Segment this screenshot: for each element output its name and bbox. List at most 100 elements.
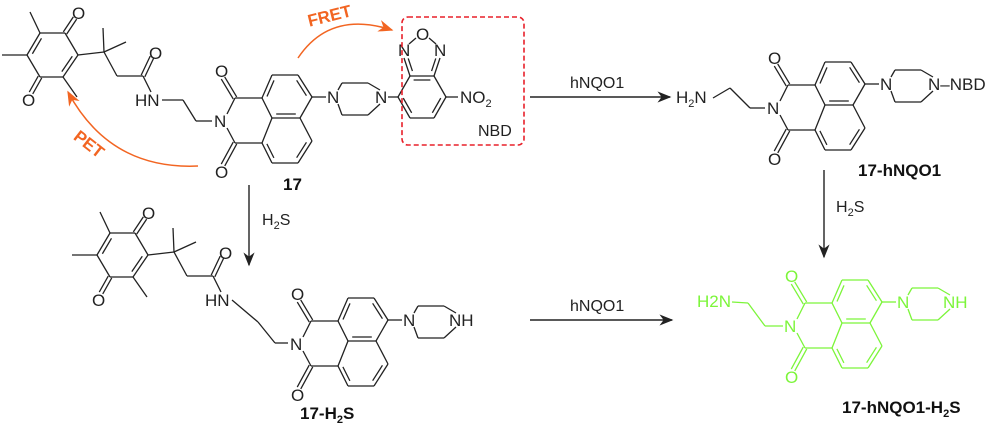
- bond: [890, 90, 896, 103]
- bond: [132, 254, 149, 278]
- bond: [937, 287, 951, 296]
- bond: [102, 277, 113, 295]
- bond: [182, 99, 197, 122]
- bond: [26, 32, 41, 56]
- oxadiazole-nitrogen: N: [398, 41, 410, 60]
- bond: [337, 365, 349, 387]
- bond: [907, 287, 913, 296]
- oxygen-atom: O: [291, 386, 304, 405]
- oxadiazole-oxygen: O: [416, 25, 429, 44]
- bond: [794, 348, 808, 372]
- bond: [433, 75, 447, 98]
- piperazine-nitrogen: N: [327, 88, 339, 107]
- bond: [773, 128, 787, 152]
- bond: [26, 54, 41, 78]
- bond: [367, 82, 381, 91]
- bond: [413, 326, 419, 339]
- bond: [790, 346, 804, 370]
- bond: [920, 90, 934, 103]
- reagent-h2s-left: H2S: [262, 212, 290, 232]
- bond: [747, 302, 766, 327]
- oxygen-atom: O: [768, 49, 781, 68]
- bond: [297, 140, 313, 164]
- bond: [337, 320, 349, 342]
- compound-label-17-hnqo1: 17-hNQO1: [858, 161, 941, 180]
- bond: [302, 320, 312, 338]
- bond: [337, 103, 343, 116]
- compound-label-17-h2s: 17-H2S: [300, 404, 354, 426]
- compound-label-17: 17: [283, 175, 302, 194]
- bond: [297, 74, 313, 98]
- bond: [375, 340, 389, 365]
- bond: [814, 129, 826, 151]
- amide-nh: HN: [205, 291, 230, 310]
- bond: [831, 322, 843, 349]
- bond: [142, 75, 152, 93]
- bond: [920, 69, 934, 78]
- nitro-group: NO2: [460, 88, 492, 110]
- bond: [831, 302, 843, 324]
- oxygen-atom: O: [72, 4, 85, 23]
- bond: [337, 340, 349, 367]
- piperazine-nh: NH: [449, 311, 474, 330]
- bond: [773, 65, 787, 87]
- bond: [731, 301, 749, 304]
- bond: [433, 96, 447, 119]
- bond: [402, 97, 413, 114]
- bond: [62, 16, 74, 33]
- bond: [819, 130, 828, 146]
- bond: [836, 348, 845, 364]
- bond: [796, 302, 806, 320]
- oxygen-atom: O: [785, 267, 798, 286]
- imide-nitrogen: N: [767, 99, 779, 118]
- imide-nitrogen: N: [290, 335, 302, 354]
- oxygen-atom: O: [768, 150, 781, 169]
- nbd-highlight-box: [401, 16, 525, 146]
- bond: [866, 284, 877, 302]
- bond: [144, 57, 155, 78]
- bond: [831, 347, 843, 369]
- bond: [850, 61, 866, 85]
- fret-arrow: [297, 20, 394, 59]
- bond: [226, 127, 236, 144]
- bond: [62, 54, 79, 78]
- bond: [430, 58, 437, 72]
- bond: [173, 241, 197, 253]
- bond: [819, 67, 828, 84]
- bond: [66, 18, 78, 35]
- bond: [777, 130, 791, 154]
- bond: [814, 61, 826, 86]
- bond: [136, 218, 148, 235]
- reagent-hnqo1-top: hNQO1: [570, 75, 624, 92]
- amide-nh: HN: [135, 91, 160, 110]
- bond: [261, 74, 273, 99]
- bond: [372, 364, 383, 382]
- bond: [867, 345, 883, 369]
- bond: [367, 103, 381, 116]
- bond: [101, 238, 113, 255]
- bond: [831, 279, 843, 304]
- piperazine-nitrogen: N: [375, 88, 387, 107]
- bond: [140, 55, 151, 76]
- piperazine-nitrogen: N: [880, 75, 892, 94]
- bond: [173, 251, 188, 277]
- bond: [220, 78, 234, 100]
- bond: [729, 87, 751, 109]
- imide-nitrogen: N: [784, 317, 796, 336]
- bond: [64, 32, 79, 56]
- imide-nitrogen: N: [214, 112, 226, 131]
- bond: [226, 97, 236, 115]
- bond: [342, 303, 351, 320]
- bond: [777, 63, 791, 85]
- bond: [337, 297, 349, 322]
- bond: [403, 57, 411, 77]
- bond: [397, 75, 411, 98]
- oxadiazole-nitrogen: N: [434, 41, 446, 60]
- reagent-h2s-right: H2S: [836, 199, 864, 219]
- bond: [103, 41, 127, 53]
- bond: [96, 232, 111, 256]
- bond: [397, 96, 411, 119]
- bond: [779, 114, 789, 131]
- bond: [408, 37, 417, 45]
